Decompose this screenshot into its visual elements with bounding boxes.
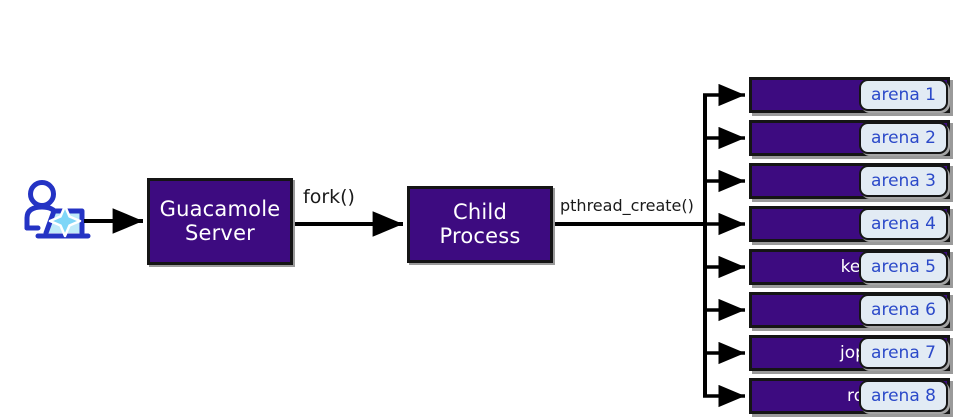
arena-chip[interactable]: arena 2 <box>859 122 948 154</box>
node-child-process[interactable]: Child Process <box>407 186 553 263</box>
edge-label-fork: fork() <box>303 186 355 208</box>
arena-chip[interactable]: arena 1 <box>859 79 948 111</box>
thread-row[interactable]: jop_output_ arena 7 <box>749 335 955 374</box>
thread-row[interactable]: io_thre arena 2 <box>749 120 955 159</box>
thread-row[interactable]: input_th arena 6 <box>749 292 955 331</box>
thread-row[interactable]: write_th arena 1 <box>749 77 955 116</box>
thread-row[interactable]: child_th arena 3 <box>749 163 955 202</box>
user-at-laptop-icon <box>18 176 94 252</box>
arena-chip[interactable]: arena 7 <box>859 337 948 369</box>
arena-chip[interactable]: arena 8 <box>859 380 948 412</box>
thread-row[interactable]: rdp_client_ arena 8 <box>749 378 955 417</box>
thread-row[interactable]: keep_alive_ arena 5 <box>749 249 955 288</box>
node-guacamole-server[interactable]: Guacamole Server <box>147 178 293 265</box>
thread-row[interactable]: user_thr arena 4 <box>749 206 955 245</box>
arena-chip[interactable]: arena 5 <box>859 251 948 283</box>
arena-chip[interactable]: arena 3 <box>859 165 948 197</box>
arena-chip[interactable]: arena 4 <box>859 208 948 240</box>
edge-label-pthread-create: pthread_create() <box>560 196 694 215</box>
arena-chip[interactable]: arena 6 <box>859 294 948 326</box>
